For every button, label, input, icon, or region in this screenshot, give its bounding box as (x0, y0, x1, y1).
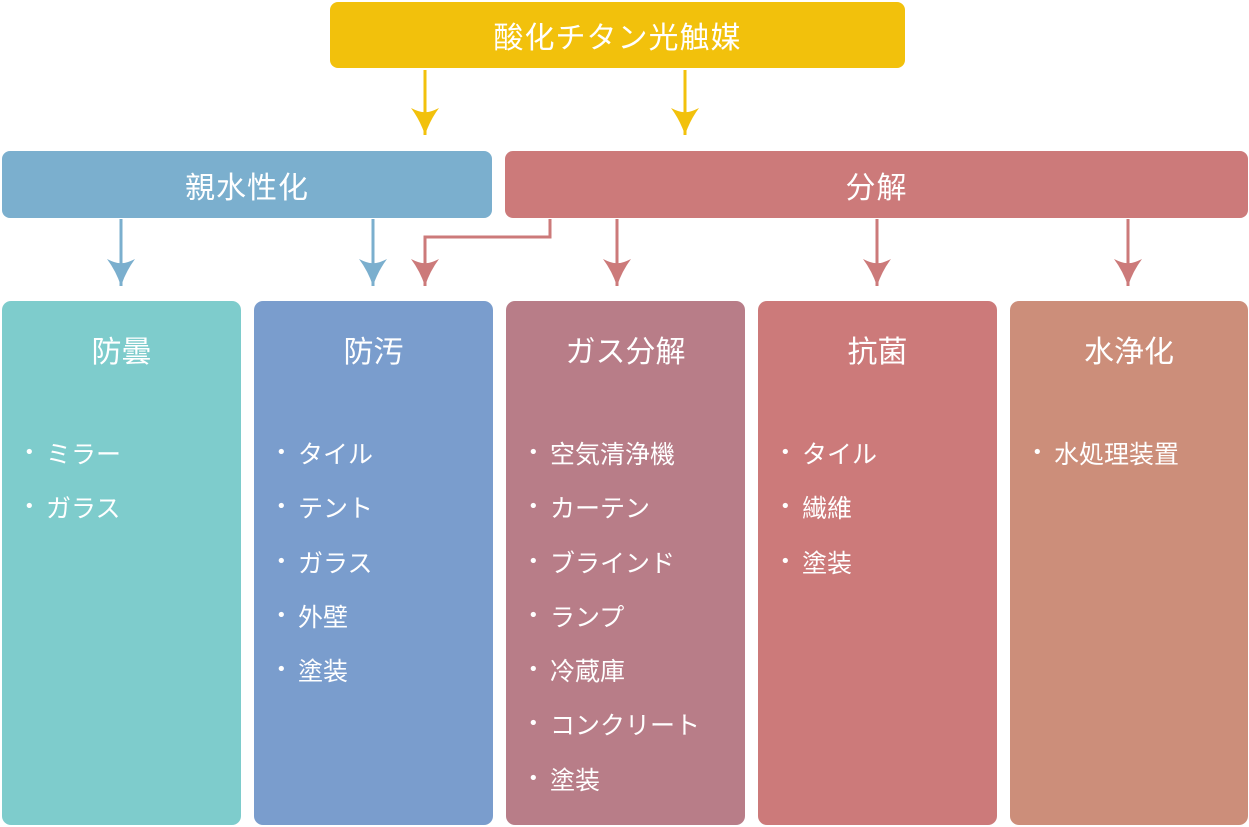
bullet-icon: • (528, 496, 539, 518)
connector-line (423, 219, 552, 286)
arrowhead-icon (863, 259, 891, 286)
card-list-item: • 水処理装置 (1032, 437, 1248, 491)
card-list-item: • 冷蔵庫 (528, 654, 745, 708)
bullet-icon: • (24, 496, 35, 518)
card-list-item-label: 塗装 (802, 548, 853, 578)
bullet-icon: • (528, 550, 539, 572)
bullet-icon: • (528, 604, 539, 626)
root-node-titanium-oxide-photocatalyst: 酸化チタン光触媒 (330, 2, 905, 68)
arrowhead-icon (411, 259, 439, 286)
card-list-item-label: ガラス (298, 548, 373, 578)
card-list-item-label: ミラー (46, 440, 122, 469)
card-list-item-label: 塗装 (550, 765, 601, 795)
card-list-item-label: タイル (298, 440, 374, 469)
category-node-hydrophilic: 親水性化 (2, 151, 492, 218)
arrowhead-icon (411, 108, 439, 135)
arrowhead-icon (603, 259, 631, 286)
card-list-item-label: 冷蔵庫 (550, 657, 626, 687)
card-list-item: • ガラス (276, 546, 493, 600)
bullet-icon: • (528, 442, 539, 463)
bullet-icon: • (528, 767, 539, 789)
bullet-icon: • (1032, 442, 1043, 463)
card-list-item: • ガラス (24, 491, 241, 545)
edge-hydrophilic-to-antifog (107, 219, 135, 286)
edge-decomposition-to-water (1114, 219, 1142, 286)
arrowhead-icon (671, 108, 699, 135)
card-list-item-label: 外壁 (298, 602, 349, 632)
card-list-item-label: カーテン (550, 494, 651, 524)
edge-decomposition-to-antibacterial (863, 219, 891, 286)
card-antibacterial: 抗菌 • タイル • 繊維 • 塗装 (758, 301, 997, 825)
card-list-item-label: コンクリート (550, 711, 701, 741)
card-list-item: • コンクリート (528, 708, 745, 762)
card-gas-decomposition: ガス分解 • 空気清浄機 • カーテン • ブラインド • ランプ • 冷蔵庫 • コンクリート • 塗装 (506, 301, 745, 825)
card-list-item: • タイル (780, 437, 997, 491)
bullet-icon: • (276, 659, 287, 681)
bullet-icon: • (276, 550, 287, 572)
bullet-icon: • (24, 442, 35, 463)
card-title: 防汚 (343, 335, 404, 370)
card-list-item: • 外壁 (276, 600, 493, 654)
card-list-item: • 塗装 (780, 546, 997, 600)
card-title: ガス分解 (565, 335, 686, 370)
card-list-item-label: 水処理装置 (1054, 440, 1180, 469)
card-list-item: • ランプ (528, 600, 745, 654)
card-item-list: • 水処理装置 (1010, 437, 1248, 491)
card-list-item: • ブラインド (528, 546, 745, 600)
edge-decomposition-to-antifouling (411, 219, 552, 286)
card-item-list: • 空気清浄機 • カーテン • ブラインド • ランプ • 冷蔵庫 • コンクリート • 塗装 (506, 437, 745, 817)
card-list-item: • 塗装 (276, 654, 493, 708)
bullet-icon: • (276, 496, 287, 518)
bullet-icon: • (276, 442, 287, 463)
bullet-icon: • (780, 496, 791, 518)
card-list-item: • 空気清浄機 (528, 437, 745, 491)
root-node-label: 酸化チタン光触媒 (493, 21, 742, 56)
card-title: 防曇 (91, 335, 152, 370)
card-list-item: • タイル (276, 437, 493, 491)
card-list-item-label: ガラス (46, 494, 121, 524)
card-antifog: 防曇 • ミラー • ガラス (2, 301, 241, 825)
card-antifouling: 防汚 • タイル • テント • ガラス • 外壁 • 塗装 (254, 301, 493, 825)
card-item-list: • タイル • 繊維 • 塗装 (758, 437, 997, 600)
card-list-item-label: テント (298, 494, 374, 524)
card-list-item-label: ブラインド (550, 548, 676, 578)
card-item-list: • タイル • テント • ガラス • 外壁 • 塗装 (254, 437, 493, 708)
card-list-item-label: 空気清浄機 (550, 440, 676, 469)
card-list-item: • カーテン (528, 491, 745, 545)
card-title: 抗菌 (847, 335, 908, 370)
bullet-icon: • (780, 442, 791, 463)
category-node-decomposition: 分解 (505, 151, 1248, 218)
card-list-item-label: タイル (802, 440, 878, 469)
card-title: 水浄化 (1084, 335, 1174, 370)
card-list-item: • テント (276, 491, 493, 545)
card-list-item: • 塗装 (528, 763, 745, 817)
card-water-purification: 水浄化 • 水処理装置 (1010, 301, 1248, 825)
card-item-list: • ミラー • ガラス (2, 437, 241, 546)
edge-decomposition-to-gas (603, 219, 631, 286)
edge-root-to-hydrophilic (411, 70, 439, 135)
edge-root-to-decomposition (671, 70, 699, 135)
edge-hydrophilic-to-antifouling (359, 219, 387, 286)
bullet-icon: • (528, 713, 539, 735)
bullet-icon: • (780, 550, 791, 572)
arrowhead-icon (1114, 259, 1142, 286)
bullet-icon: • (528, 659, 539, 681)
card-list-item: • ミラー (24, 437, 241, 491)
arrowhead-icon (359, 259, 387, 286)
category-node-label: 分解 (845, 170, 908, 206)
arrowhead-icon (107, 259, 135, 286)
card-list-item: • 繊維 (780, 491, 997, 545)
card-list-item-label: ランプ (550, 602, 625, 632)
category-node-label: 親水性化 (185, 170, 309, 206)
bullet-icon: • (276, 604, 287, 626)
card-list-item-label: 塗装 (298, 657, 349, 687)
card-list-item-label: 繊維 (802, 494, 853, 524)
